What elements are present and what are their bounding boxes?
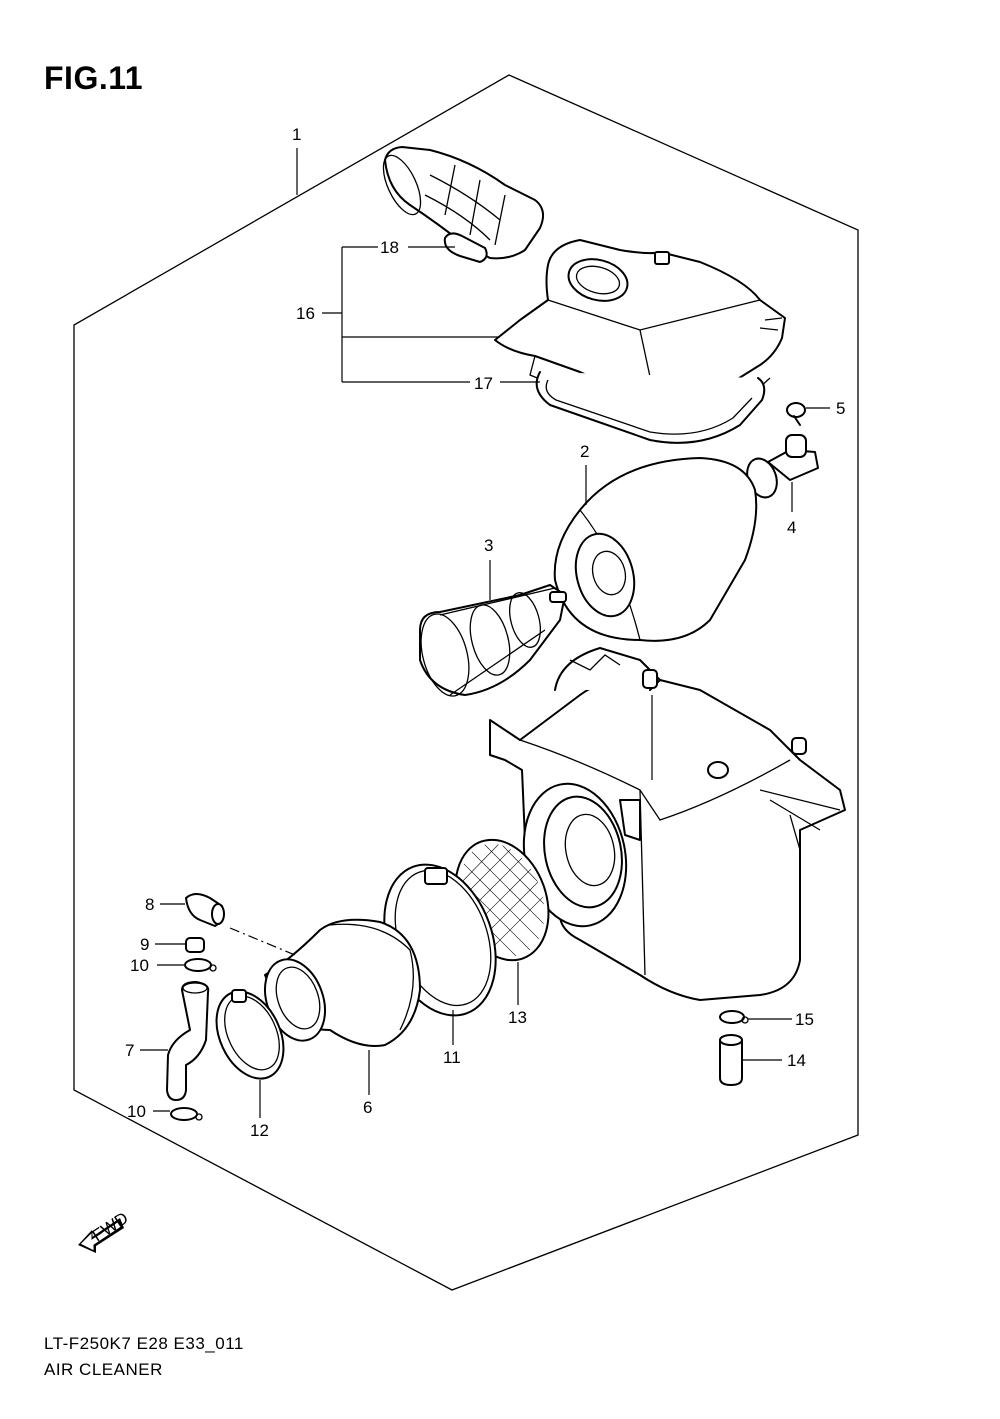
hose-fitting-part [160,893,225,927]
callout-11: 11 [443,1048,461,1067]
callout-5: 5 [836,399,845,418]
callout-18: 18 [380,238,399,257]
callout-9: 9 [140,935,149,954]
air-cleaner-case-part [489,647,846,1001]
intake-duct-part [382,146,545,263]
drain-plug-part [719,1034,782,1086]
callout-12: 12 [250,1121,269,1140]
callout-16: 16 [296,304,315,323]
callout-15: 15 [795,1010,814,1029]
filter-cage-part [419,560,567,697]
callout-17: 17 [474,374,493,393]
small-clamp-part [215,989,285,1118]
figure-code: LT-F250K7 E28 E33_011 [44,1334,244,1353]
callout-4: 4 [787,518,796,537]
hose-clip-lower-part [153,1107,203,1121]
callout-3: 3 [484,536,493,555]
callout-2: 2 [580,442,589,461]
fwd-label: FWD [89,1208,132,1245]
callout-10-upper: 10 [130,956,149,975]
figure-name: AIR CLEANER [44,1360,163,1379]
callout-14: 14 [787,1051,806,1070]
grommet-part [155,937,205,953]
figure-title: FIG.11 [44,60,144,96]
seal-part [535,371,766,444]
intake-boot-part [264,918,421,1095]
callout-8: 8 [145,895,154,914]
callout-7: 7 [125,1041,134,1060]
callout-10-lower: 10 [127,1102,146,1121]
filter-element-part [553,457,758,642]
assembly-boundary [73,74,859,1291]
drain-hose-part [140,981,210,1101]
callout-1: 1 [292,125,301,144]
air-cleaner-cover-part [494,239,786,424]
drain-clip-part [719,1010,792,1024]
forward-direction-icon: FWD [78,1208,132,1253]
callout-6: 6 [363,1098,372,1117]
callout-13: 13 [508,1008,527,1027]
screw-part [786,402,830,426]
hose-clip-upper-part [157,958,217,972]
